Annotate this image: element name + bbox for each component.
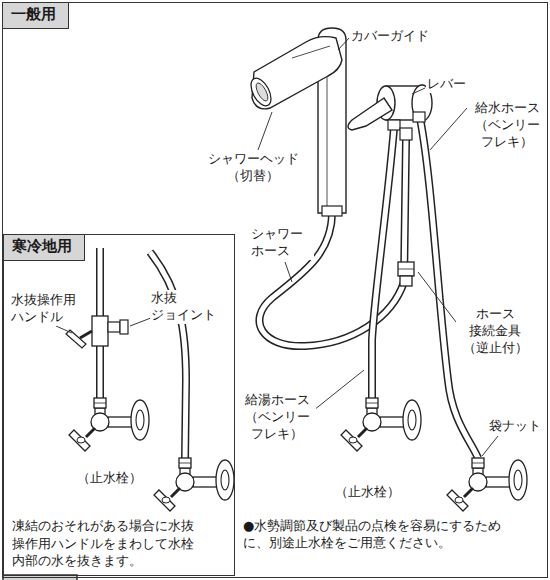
leader-line <box>430 108 467 150</box>
leader-line <box>482 436 498 456</box>
part-label: カバーガイド <box>350 28 430 45</box>
drain-pipe <box>96 344 104 398</box>
lever <box>348 98 392 130</box>
part-label: 袋ナット <box>488 418 542 435</box>
leader-line <box>258 112 272 150</box>
part-label: 給湯ホース （ベンリー フレキ） <box>238 392 316 443</box>
shower-head <box>247 37 342 109</box>
part-label: （止水栓） <box>76 470 143 487</box>
hot-hose <box>372 128 394 398</box>
part-label: シャワー ホース <box>250 226 314 260</box>
hose-connector <box>398 262 414 286</box>
stop-valve <box>69 398 149 451</box>
part-label: シャワーヘッド （切替） <box>200 151 306 185</box>
panel-heading: 一般用 <box>3 3 69 29</box>
leader-line <box>338 38 349 50</box>
leader-line <box>412 88 425 94</box>
drain-pipe <box>98 344 103 398</box>
note-text: 凍結のおそれがある場合に水抜 操作用ハンドルをまわして水栓 内部の水を抜きます。 <box>12 517 204 570</box>
hoses <box>100 118 478 460</box>
leader-line <box>56 326 72 333</box>
cold-hose <box>150 252 186 460</box>
part-label: （止水栓） <box>334 484 401 501</box>
leader-line <box>314 370 364 410</box>
panel-heading: 寒冷地用 <box>4 235 85 261</box>
hot-hose <box>372 128 394 398</box>
stop-valve <box>447 458 527 511</box>
part-label: レバー <box>426 76 467 93</box>
drain-pipe <box>96 248 104 318</box>
leader-line <box>418 272 456 322</box>
cold-hose <box>150 252 186 460</box>
part-label: ホース 接続金具 （逆止付） <box>456 306 534 357</box>
part-label: 水抜操作用 ハンドル <box>10 292 90 326</box>
leader-line <box>285 262 292 282</box>
stop-valve <box>341 398 421 451</box>
part-label: 水抜 ジョイント <box>150 290 230 324</box>
note-text: ●水勢調節及び製品の点検を容易にするため に、別途止水栓をご用意ください。 <box>242 518 516 552</box>
drain-pipe <box>98 248 103 318</box>
part-label: 給水ホース （ベンリー フレキ） <box>468 100 546 151</box>
leader-lines <box>56 38 498 456</box>
drain-joint <box>108 320 128 334</box>
inset-panel: 寒冷地用凍結のおそれがある場合に水抜 操作用ハンドルをまわして水栓 内部の水を抜… <box>3 234 235 576</box>
cold-hose <box>420 118 478 458</box>
stop-valve <box>154 458 234 511</box>
cold-hose <box>420 118 478 458</box>
